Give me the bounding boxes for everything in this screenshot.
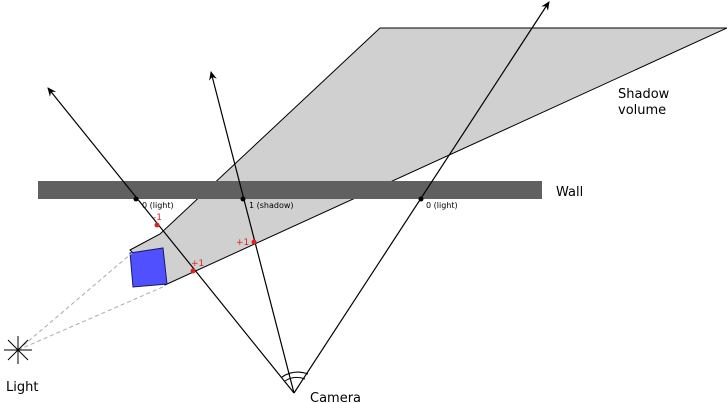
shadow-volume-label-line2: volume xyxy=(618,103,666,118)
shadow-volume-label-line1: Shadow xyxy=(618,87,670,102)
camera-icon xyxy=(281,371,309,378)
shadow-volume xyxy=(129,27,727,286)
occluder-cube xyxy=(129,247,168,288)
crossing-plus-left xyxy=(190,268,196,274)
view-ray-middle xyxy=(209,71,295,394)
light-ray-lower xyxy=(17,285,166,351)
wall-intersection-left xyxy=(133,196,139,202)
crossing-minus xyxy=(154,222,160,228)
wall-intersection-right xyxy=(418,196,424,202)
light-ray-upper xyxy=(17,252,133,351)
label-count-plus-right: +1 xyxy=(236,238,249,248)
camera-label: Camera xyxy=(310,391,361,403)
wall-intersection-middle xyxy=(240,196,246,202)
label-wall-right: 0 (light) xyxy=(426,201,458,210)
crossing-plus-right xyxy=(251,239,257,245)
camera-arc-inner xyxy=(284,376,306,382)
label-wall-middle: 1 (shadow) xyxy=(249,201,294,210)
light-label: Light xyxy=(6,380,38,395)
light-icon xyxy=(4,336,32,364)
wall-label: Wall xyxy=(556,185,583,200)
label-count-minus: -1 xyxy=(153,213,162,223)
label-count-plus-left: +1 xyxy=(191,259,204,269)
view-ray-left xyxy=(47,87,295,394)
wall xyxy=(38,181,542,199)
label-wall-left: 0 (light) xyxy=(142,201,174,210)
